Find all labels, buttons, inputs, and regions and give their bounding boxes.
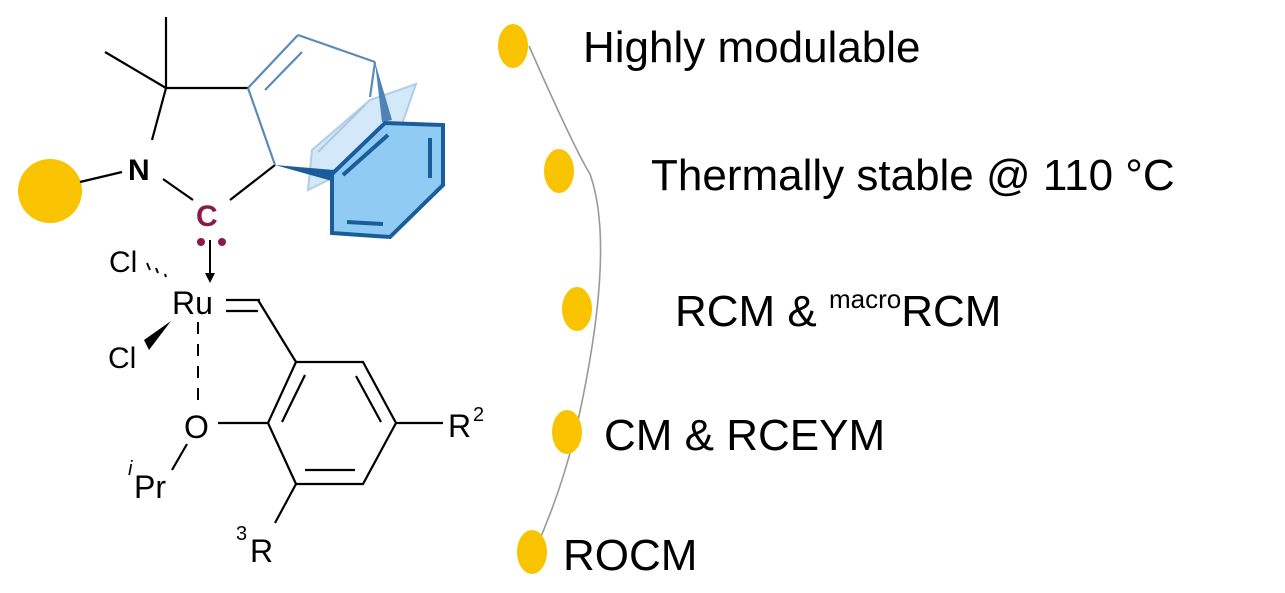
ruthenium-atom: Ru bbox=[172, 285, 213, 321]
nitrogen-atom: N bbox=[128, 154, 150, 187]
feature-rcm-macro: macro bbox=[829, 284, 901, 314]
r2-superscript: 2 bbox=[473, 404, 484, 426]
carbene-carbon-atom: C bbox=[196, 200, 218, 233]
feature-thermally-stable: Thermally stable @ 110 °C bbox=[651, 151, 1175, 200]
feature-rocm: ROCM bbox=[563, 531, 697, 580]
feature-dot bbox=[498, 24, 528, 68]
isopropyl-group: Pr bbox=[134, 469, 166, 505]
feature-rcm-post: RCM bbox=[901, 287, 1001, 336]
feature-dot bbox=[552, 410, 582, 454]
n-substituent-dot bbox=[18, 159, 82, 223]
feature-list: Highly modulable Thermally stable @ 110 … bbox=[498, 23, 1175, 580]
feature-cm-rceym: CM & RCEYM bbox=[604, 411, 885, 460]
r3-superscript: 3 bbox=[236, 523, 247, 545]
feature-rcm: RCM & macroRCM bbox=[675, 284, 1001, 336]
oxygen-atom: O bbox=[184, 409, 209, 445]
feature-dot bbox=[517, 530, 547, 574]
r2-label: R bbox=[448, 408, 471, 444]
molecule-structure: N C Cl Ru Cl O i Pr bbox=[18, 17, 484, 569]
feature-dot bbox=[562, 287, 592, 331]
lone-pair-dot bbox=[218, 238, 226, 246]
lone-pair-dot bbox=[197, 238, 205, 246]
connector-arc bbox=[528, 45, 602, 551]
feature-highly-modulable: Highly modulable bbox=[583, 23, 921, 72]
r3-label: R bbox=[250, 533, 273, 569]
chloride-top: Cl bbox=[109, 246, 137, 279]
isopropyl-prefix: i bbox=[128, 458, 133, 480]
feature-rcm-pre: RCM & bbox=[675, 287, 829, 336]
feature-dot bbox=[544, 149, 574, 193]
chloride-bottom: Cl bbox=[108, 342, 136, 375]
